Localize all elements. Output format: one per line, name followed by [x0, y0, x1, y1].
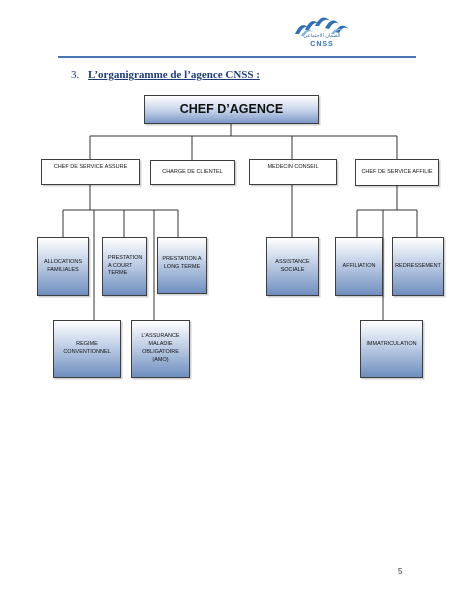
- org-box-charge-clientel: CHARGE DE CLIENTEL: [150, 160, 235, 185]
- org-box-label: REDRESSEMENT: [395, 262, 441, 269]
- org-box-label: ASSISTANCE SOCIALE: [275, 258, 310, 273]
- org-box-label: REGIME CONVENTIONNEL: [63, 341, 111, 355]
- section-title: L’organigramme de l’agence CNSS :: [88, 69, 260, 81]
- org-box-regime-conventionnel: REGIME CONVENTIONNEL: [53, 320, 121, 378]
- org-box-label: ALLOCATIONS FAMILIALES: [43, 258, 83, 273]
- org-box-label: IMMATRICULATION: [366, 341, 417, 347]
- logo-arabic-text: الضمان الاجتماعي: [303, 33, 341, 39]
- org-box-label: MEDECIN CONSEIL: [267, 164, 319, 170]
- org-box-label: CHEF D’AGENCE: [179, 102, 284, 117]
- org-box-label: PRESTATION A LONG TERME: [162, 256, 202, 270]
- org-box-label: CHEF DE SERVICE AFFILIE: [361, 168, 433, 175]
- org-box-label: CHEF DE SERVICE ASSURE: [53, 164, 128, 170]
- org-box-immatriculation: IMMATRICULATION: [360, 320, 423, 378]
- section-number: 3.: [71, 69, 80, 81]
- org-box-label: L’ASSURANCE MALADIE OBLIGATOIRE (AMO): [141, 333, 180, 363]
- org-box-assurance-maladie-obligatoire: L’ASSURANCE MALADIE OBLIGATOIRE (AMO): [131, 320, 190, 378]
- section-heading: 3. L’organigramme de l’agence CNSS :: [71, 69, 260, 81]
- logo-text: CNSS: [310, 41, 334, 48]
- org-box-affiliation: AFFILIATION: [335, 237, 383, 296]
- org-box-allocations-familiales: ALLOCATIONS FAMILIALES: [37, 237, 89, 296]
- org-box-chef-service-assure: CHEF DE SERVICE ASSURE: [41, 159, 140, 185]
- page-number: 5: [398, 567, 403, 576]
- org-box-redressement: REDRESSEMENT: [392, 237, 444, 296]
- org-box-label: AFFILIATION: [342, 262, 376, 269]
- org-box-label: PRESTATION A COURT TERME: [108, 254, 143, 277]
- org-box-chef-service-affilie: CHEF DE SERVICE AFFILIE: [355, 159, 439, 186]
- org-box-prestation-court-terme: PRESTATION A COURT TERME: [102, 237, 147, 296]
- org-box-chef-agence: CHEF D’AGENCE: [144, 95, 319, 124]
- header-divider: [58, 56, 416, 58]
- org-box-medecin-conseil: MEDECIN CONSEIL: [249, 159, 337, 185]
- org-box-assistance-sociale: ASSISTANCE SOCIALE: [266, 237, 319, 296]
- cnss-logo-icon: [295, 17, 349, 36]
- org-box-label: CHARGE DE CLIENTEL: [162, 168, 223, 175]
- org-box-prestation-long-terme: PRESTATION A LONG TERME: [157, 237, 207, 294]
